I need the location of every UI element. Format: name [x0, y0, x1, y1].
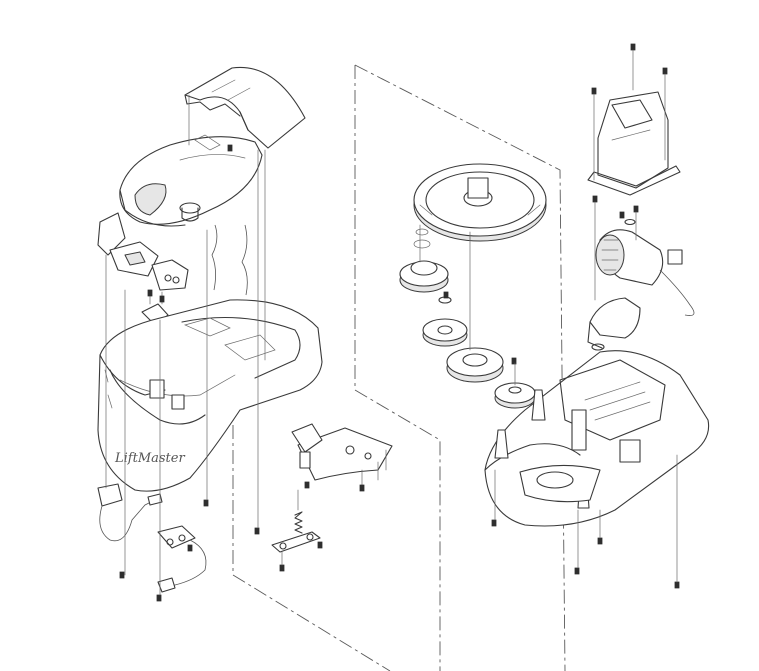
screws	[119, 43, 680, 602]
linkage-bar	[271, 531, 321, 553]
motor-cover	[587, 91, 681, 196]
logic-board	[291, 423, 393, 489]
compression-spring	[294, 489, 303, 534]
gearbox-base	[484, 350, 710, 527]
antenna-springs	[211, 224, 248, 296]
chassis-logo: LiftMaster	[114, 451, 185, 466]
head-shell	[119, 134, 263, 227]
separator-panel-left	[354, 64, 566, 671]
motor-assembly	[587, 229, 695, 349]
separator-panel-bottom	[232, 400, 391, 671]
assembly-guide-lines	[105, 94, 678, 596]
top-cover	[184, 66, 306, 149]
sensor-board	[157, 525, 207, 593]
drive-sprocket	[413, 163, 547, 242]
drive-gears	[399, 228, 536, 409]
main-chassis-left: LiftMaster	[97, 299, 323, 492]
terminal-harness	[97, 483, 163, 542]
lens-panels	[97, 212, 189, 291]
